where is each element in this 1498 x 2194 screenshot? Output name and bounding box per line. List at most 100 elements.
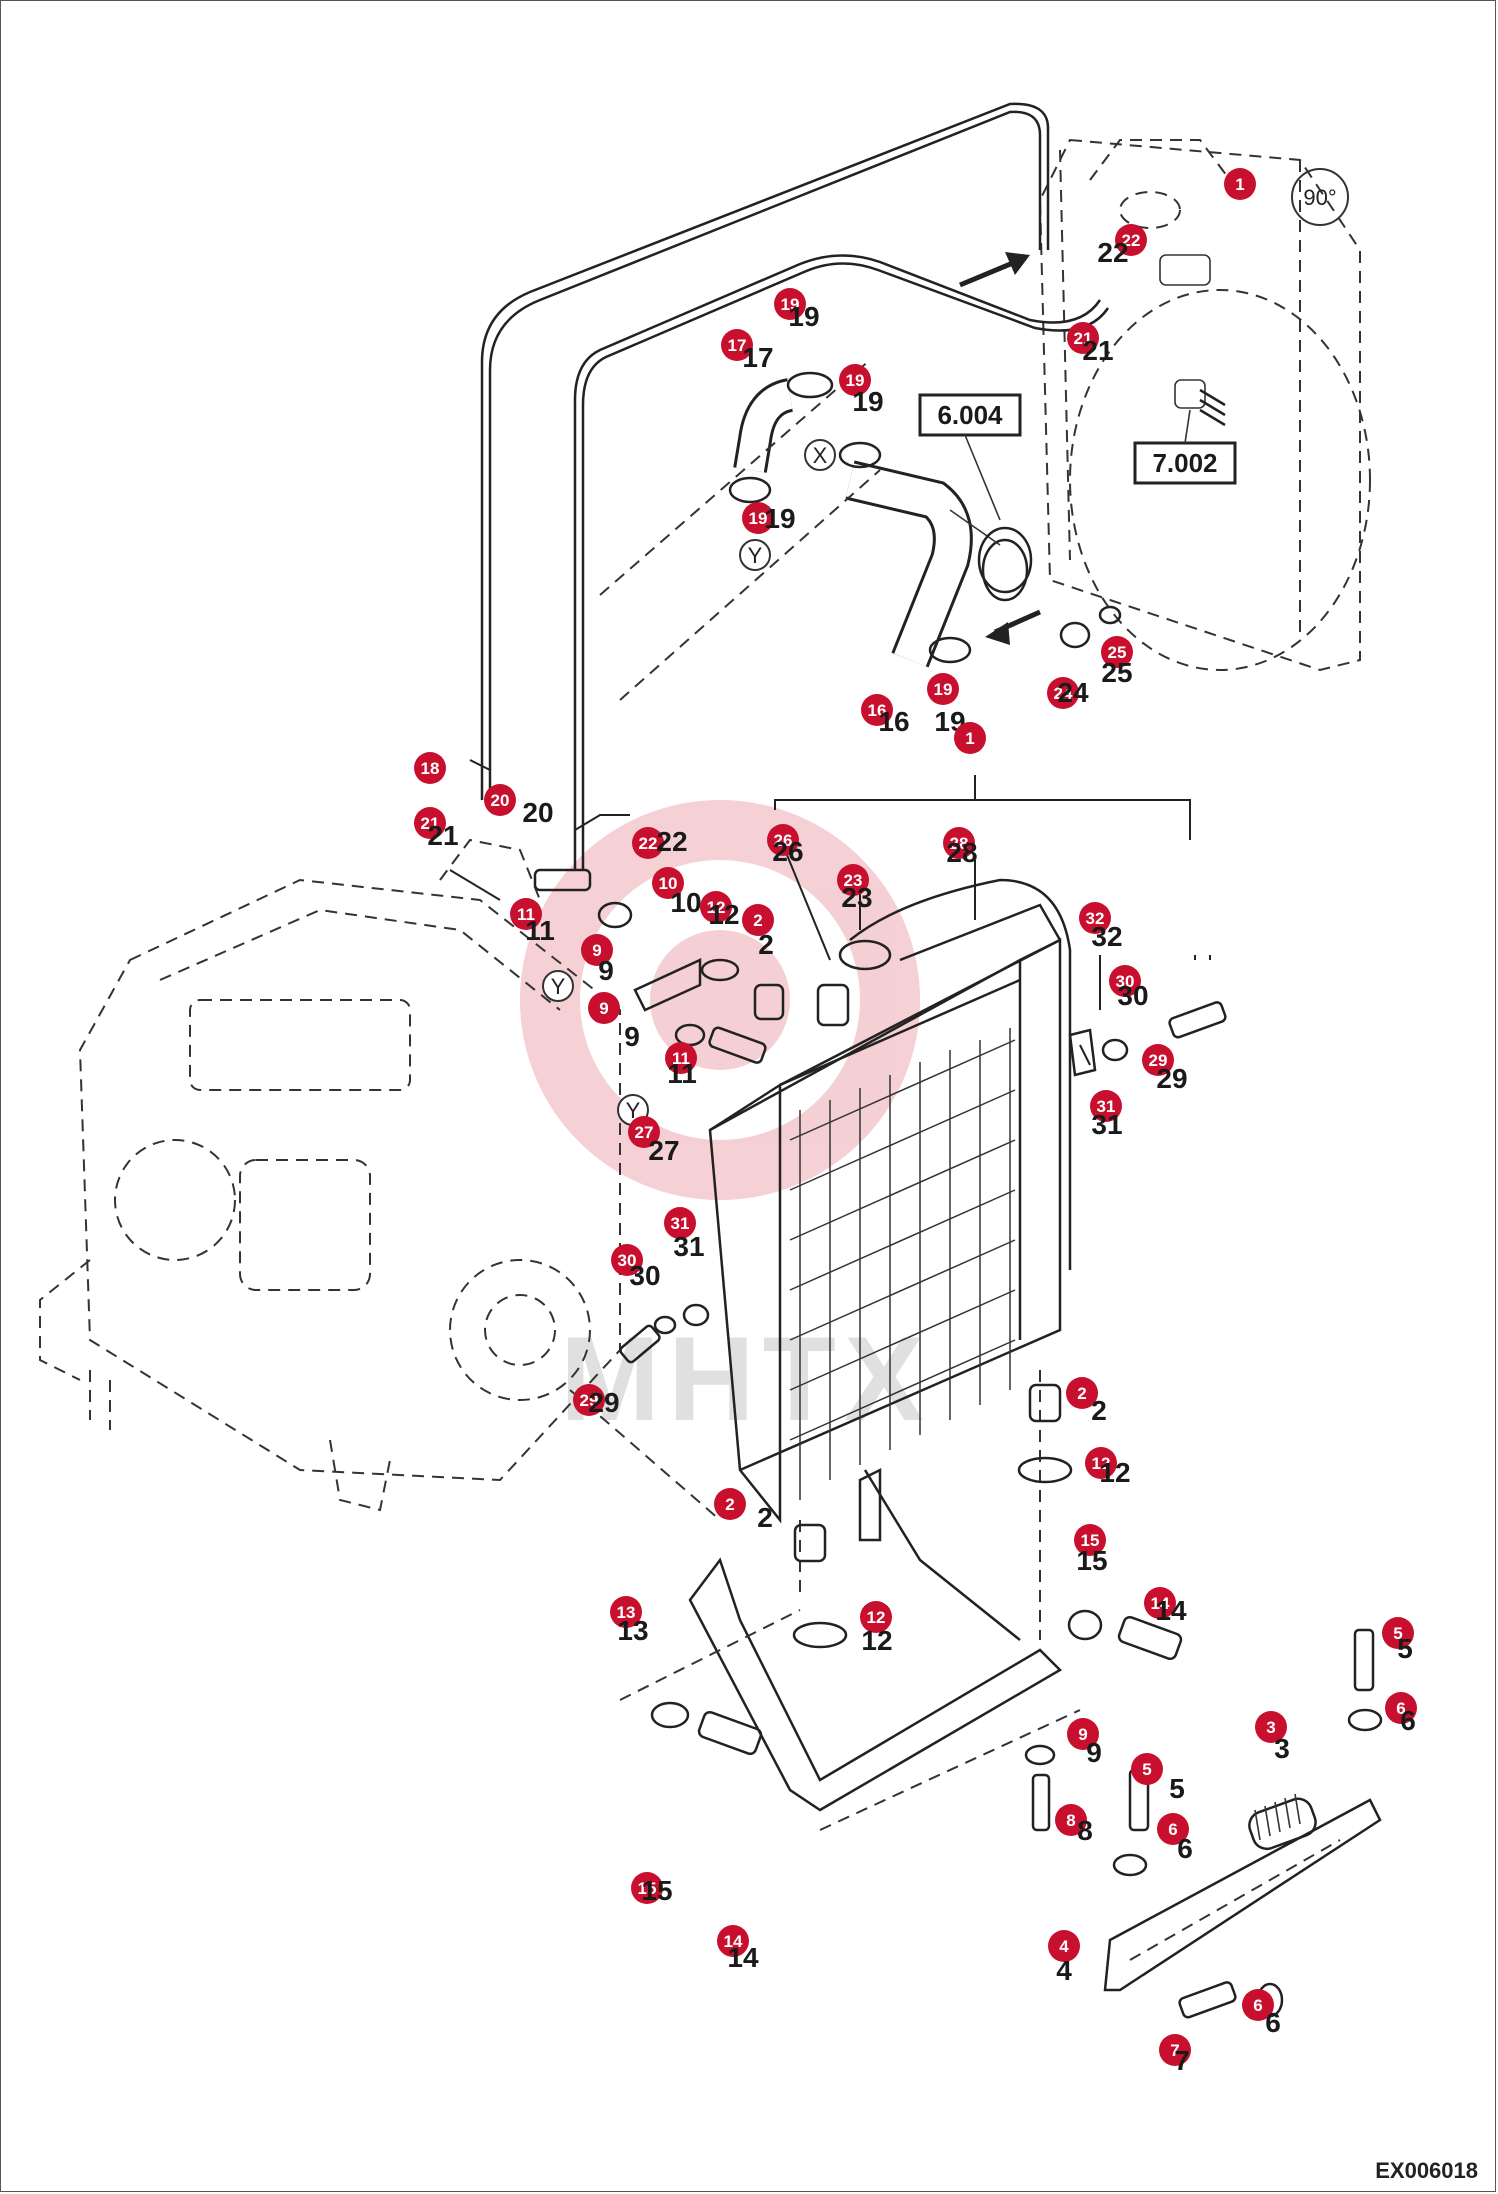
ref-box-7002: 7.002: [1133, 441, 1237, 485]
callout-circle: [1131, 1753, 1163, 1785]
callout-number: 6: [1177, 1833, 1193, 1864]
callout-number: 21: [1074, 329, 1093, 348]
callout-badge-15: 15: [1074, 1524, 1106, 1556]
callout-number: 1: [1235, 175, 1244, 194]
callout-number: 19: [749, 509, 768, 528]
callout-label-31: 31: [673, 1231, 704, 1262]
callout-circle: [1055, 1804, 1087, 1836]
callout-badge-1: 1: [1224, 168, 1256, 200]
callout-number: 15: [641, 1875, 672, 1906]
callout-badge-28: 28: [943, 827, 975, 859]
callout-number: 6: [1265, 2007, 1281, 2038]
callout-circle: [1079, 902, 1111, 934]
watermark-text: MHTX: [560, 1312, 932, 1446]
callout-circle: [573, 1384, 605, 1416]
callout-badge-6: 6: [1157, 1813, 1189, 1845]
callout-number: 12: [861, 1625, 892, 1656]
callout-label-21: 21: [1082, 335, 1113, 366]
callout-number: 7: [1170, 2041, 1179, 2060]
callout-label-11: 11: [525, 915, 555, 946]
callout-circle: [860, 1601, 892, 1633]
svg-text:7.002: 7.002: [1152, 448, 1217, 478]
callout-label-14: 14: [1155, 1595, 1187, 1626]
clamp-19-outlet: [977, 526, 1033, 594]
callout-number: 6: [1168, 1820, 1177, 1839]
callout-badge-22: 22: [1115, 224, 1147, 256]
callout-circle: [484, 784, 516, 816]
callout-circle: [837, 864, 869, 896]
callout-badge-21: 21: [1067, 322, 1099, 354]
callout-circle: [1382, 1617, 1414, 1649]
callout-number: 6: [1396, 1699, 1405, 1718]
svg-text:Y: Y: [748, 543, 763, 568]
callout-label-29: 29: [588, 1387, 619, 1418]
callout-circle: [1255, 1711, 1287, 1743]
callout-label-28: 28: [946, 837, 977, 868]
callout-number: 2: [1091, 1395, 1107, 1426]
callout-circle: [742, 904, 774, 936]
callout-number: 2: [758, 929, 774, 960]
callout-badge-20: 20: [484, 784, 516, 816]
callout-badge-31: 31: [1090, 1090, 1122, 1122]
washer-6-right: [1347, 1708, 1383, 1732]
callout-number: 29: [1156, 1063, 1187, 1094]
callout-circle: [721, 329, 753, 361]
callout-number: 31: [673, 1231, 704, 1262]
callout-number: 14: [724, 1932, 743, 1951]
callout-badge-13: 13: [610, 1596, 642, 1628]
callout-number: 9: [1086, 1737, 1102, 1768]
callout-circle: [1224, 168, 1256, 200]
flow-arrow-in: [959, 252, 1030, 288]
clamp-19-lower: [728, 476, 772, 504]
callout-number: 11: [517, 905, 535, 924]
callout-number: 19: [852, 386, 883, 417]
callout-circle: [1115, 224, 1147, 256]
callout-number: 30: [618, 1251, 637, 1270]
callout-number: 9: [599, 999, 608, 1018]
callout-number: 15: [1081, 1531, 1100, 1550]
mount-2-upper: [753, 983, 785, 1021]
mount-2-low: [793, 1523, 827, 1563]
callout-badge-10: 10: [652, 867, 684, 899]
callout-badge-32: 32: [1079, 902, 1111, 934]
callout-number: 3: [1274, 1733, 1290, 1764]
callout-number: 2: [757, 1502, 773, 1533]
callout-badge-21: 21: [414, 807, 446, 839]
callout-number: 18: [421, 759, 440, 778]
callout-circle: [700, 891, 732, 923]
callout-badge-30: 30: [611, 1244, 643, 1276]
washer-31-left: [682, 1303, 710, 1327]
flow-arrow-out: [985, 609, 1042, 645]
callout-number: 6: [1400, 1705, 1416, 1736]
callout-label-16: 16: [878, 706, 909, 737]
callout-number: 6: [1253, 1996, 1262, 2015]
washer-30-right: [1101, 1038, 1129, 1062]
callout-badge-9: 9: [1067, 1718, 1099, 1750]
callout-number: 31: [1091, 1109, 1122, 1140]
callout-label-2: 2: [1091, 1395, 1107, 1426]
callout-number: 30: [629, 1260, 660, 1291]
callout-badge-31: 31: [664, 1207, 696, 1239]
callout-label-20: 20: [522, 797, 553, 828]
callout-badge-14: 14: [1144, 1587, 1176, 1619]
callout-number: 31: [671, 1214, 690, 1233]
callout-badge-2: 2: [742, 904, 774, 936]
callout-badge-4: 4: [1048, 1930, 1080, 1962]
callout-circle: [1109, 965, 1141, 997]
callout-badge-6: 6: [1242, 1989, 1274, 2021]
washer-30-left: [653, 1315, 677, 1335]
clamp-19-mid: [838, 441, 882, 469]
callout-label-21: 21: [427, 820, 458, 851]
callout-circle: [1159, 2034, 1191, 2066]
callout-circle: [581, 934, 613, 966]
callout-number: 11: [525, 915, 555, 946]
callout-badge-16: 16: [861, 694, 893, 726]
callout-circle: [611, 1244, 643, 1276]
callout-badge-29: 29: [1142, 1044, 1174, 1076]
callout-label-15: 15: [1076, 1545, 1107, 1576]
callout-label-19: 19: [852, 386, 883, 417]
callout-number: 9: [598, 955, 614, 986]
callout-circle: [664, 1207, 696, 1239]
coolant-lines: [480, 102, 1110, 870]
